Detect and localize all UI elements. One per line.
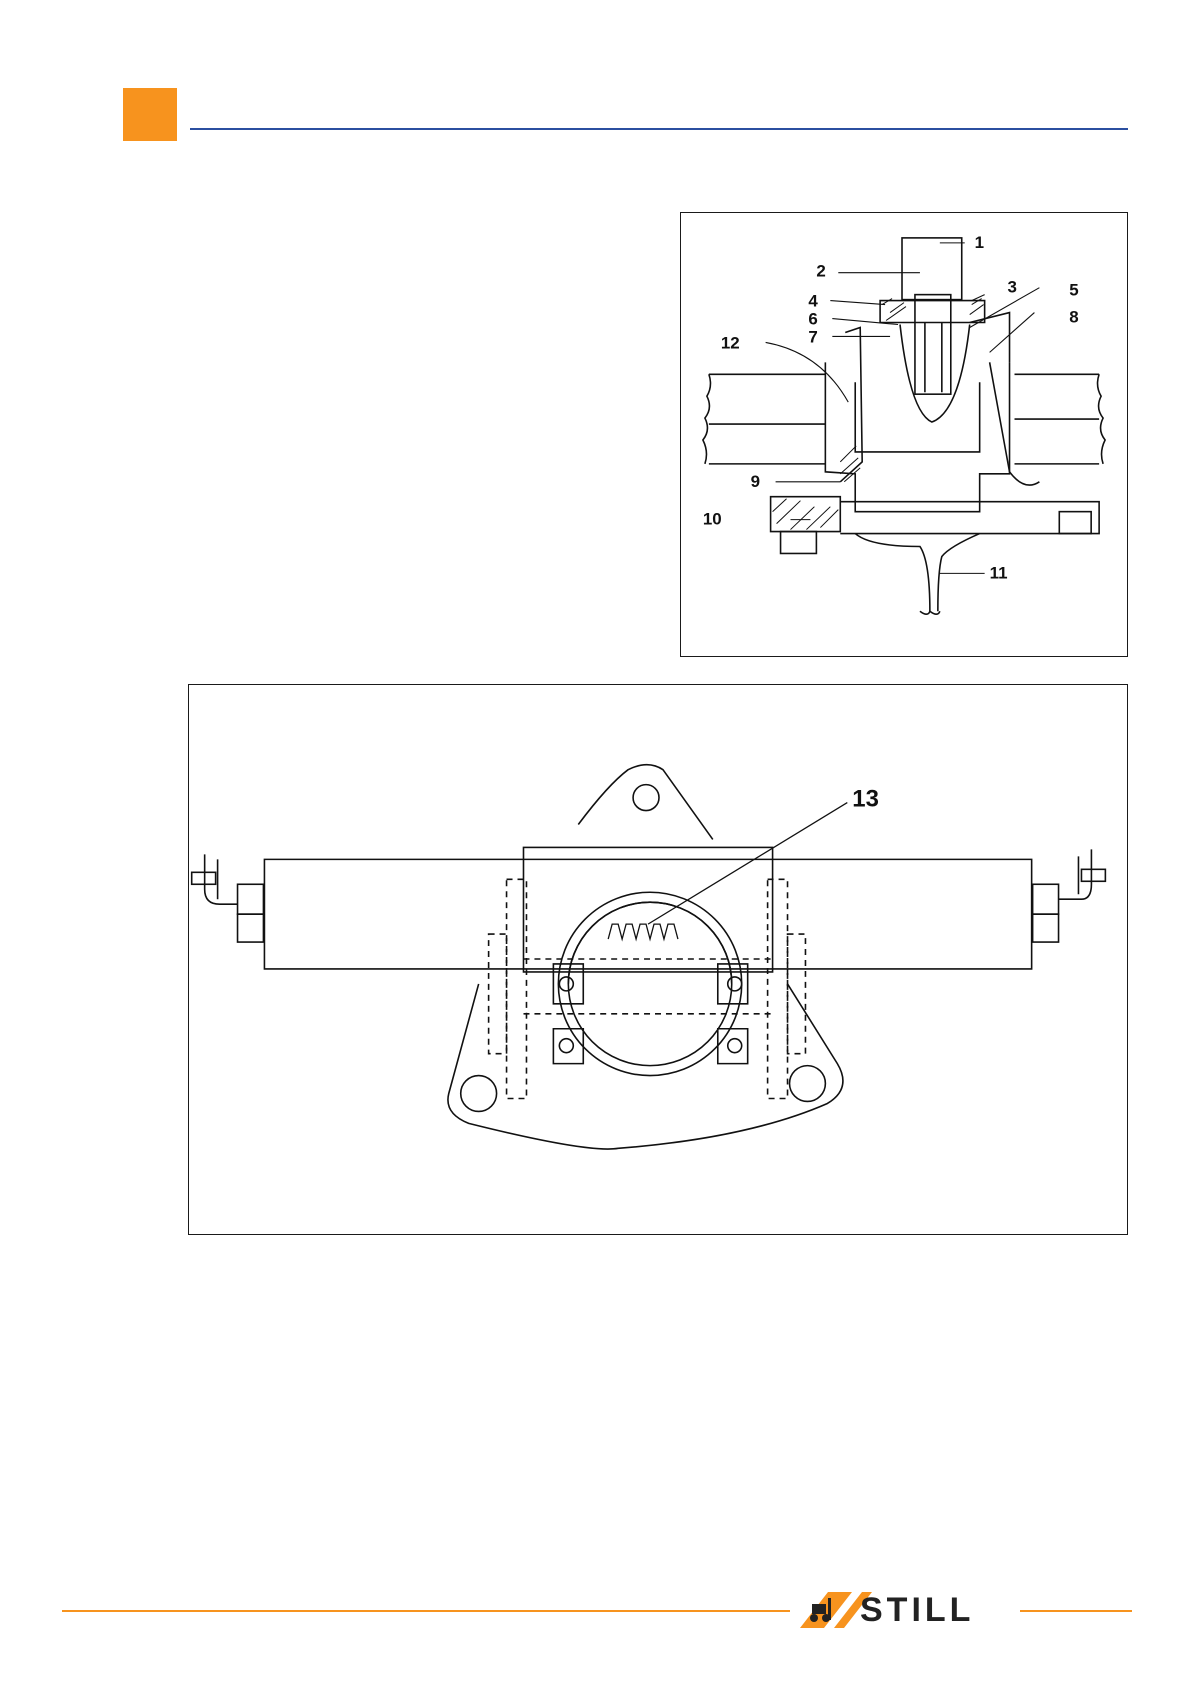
svg-text:9: 9 xyxy=(751,472,760,491)
svg-text:10: 10 xyxy=(703,510,722,529)
svg-text:12: 12 xyxy=(721,333,740,352)
footer-rule-left xyxy=(62,1610,790,1612)
sectional-drawing-figure: 1 2 3 4 5 6 7 8 9 10 11 12 xyxy=(680,212,1128,657)
chapter-marker xyxy=(123,88,177,141)
svg-text:8: 8 xyxy=(1069,308,1078,327)
footer-rule-right xyxy=(1020,1610,1132,1612)
svg-text:7: 7 xyxy=(808,327,817,346)
svg-text:11: 11 xyxy=(990,563,1008,582)
svg-text:13: 13 xyxy=(852,786,879,813)
top-view-drawing: 13 xyxy=(189,685,1127,1234)
header-rule xyxy=(190,128,1128,130)
svg-text:6: 6 xyxy=(808,309,817,328)
sectional-drawing: 1 2 3 4 5 6 7 8 9 10 11 12 xyxy=(681,213,1127,656)
svg-text:1: 1 xyxy=(975,233,984,252)
logo-text: STILL xyxy=(860,1592,974,1628)
svg-text:4: 4 xyxy=(808,292,818,311)
still-logo: STILL xyxy=(790,1590,1020,1630)
top-view-drawing-figure: 13 xyxy=(188,684,1128,1235)
svg-text:3: 3 xyxy=(1008,278,1017,297)
svg-text:5: 5 xyxy=(1069,281,1078,300)
svg-text:2: 2 xyxy=(816,262,825,281)
